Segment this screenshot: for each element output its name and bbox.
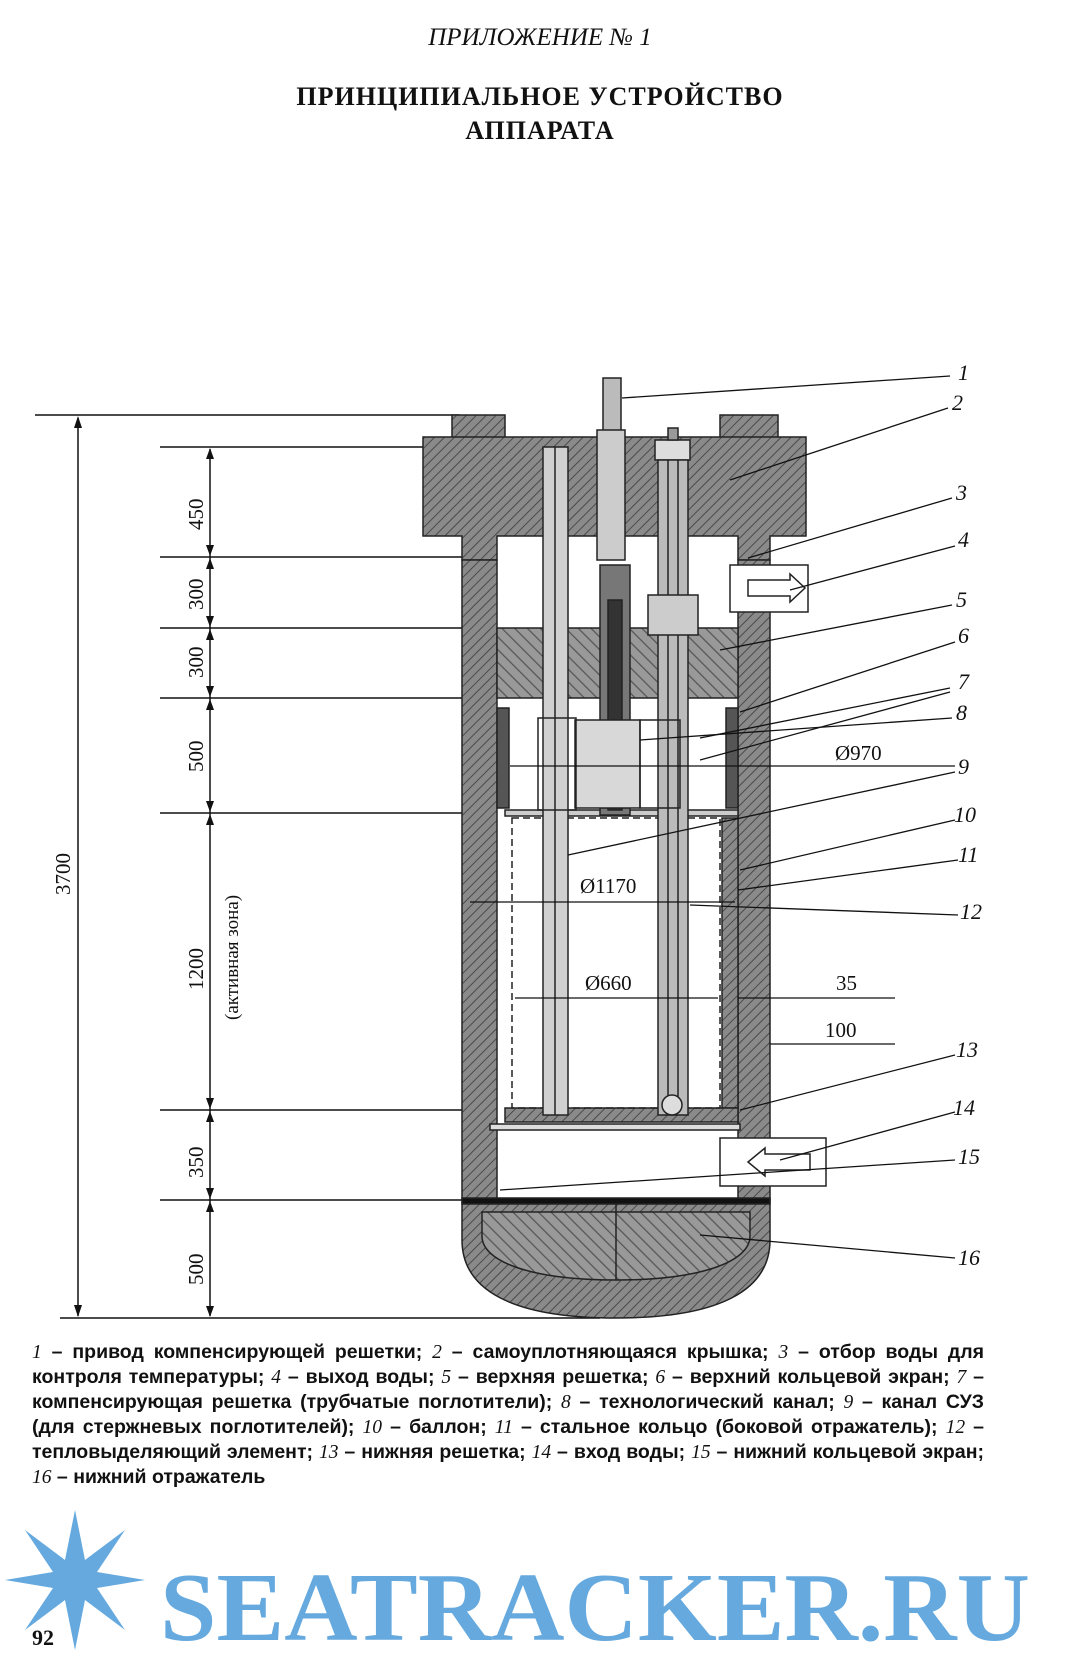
label-6: 6: [958, 623, 969, 648]
caption-text: выход воды;: [305, 1366, 435, 1388]
page-number: 92: [32, 1625, 54, 1650]
caption-text: баллон;: [409, 1416, 487, 1438]
dim-450: 450: [184, 499, 208, 531]
caption-text: нижняя решетка;: [361, 1441, 526, 1463]
dim-100: 100: [825, 1018, 857, 1042]
dim-35: 35: [836, 971, 857, 995]
caption-text: технологический канал;: [599, 1391, 835, 1413]
label-4: 4: [958, 527, 969, 552]
dim-500a: 500: [184, 741, 208, 773]
caption-number: 12: [945, 1417, 966, 1438]
caption-number: 2: [432, 1342, 442, 1363]
caption-number: 15: [691, 1442, 711, 1463]
label-5: 5: [956, 587, 967, 612]
figure-caption: 1 – привод компенсирующей решетки; 2 – с…: [32, 1341, 985, 1488]
star-burst-icon: [5, 1510, 145, 1650]
dim-dia660: Ø660: [585, 971, 632, 995]
label-9: 9: [958, 754, 969, 779]
caption-number: 10: [362, 1417, 383, 1438]
apparatus-drawing: 3700 450 300 300 500 1200 (активная зона…: [35, 360, 982, 1319]
caption-number: 5: [441, 1367, 452, 1388]
label-7: 7: [958, 669, 970, 694]
page-title-line2: АППАРАТА: [465, 116, 615, 145]
caption-text: привод компенсирующей решетки;: [72, 1341, 423, 1363]
caption-number: 14: [531, 1442, 552, 1463]
caption-text: тепловыделяющий элемент;: [32, 1441, 313, 1463]
dim-300a: 300: [184, 579, 208, 611]
caption-number: 6: [655, 1367, 666, 1388]
dim-active-zone: (активная зона): [222, 895, 243, 1020]
caption-number: 1: [32, 1342, 42, 1363]
caption-number: 7: [956, 1367, 967, 1388]
label-16: 16: [958, 1245, 980, 1270]
label-14: 14: [953, 1095, 975, 1120]
watermark-text: SEATRACKER.RU: [160, 1554, 1030, 1656]
dim-dia1170: Ø1170: [580, 874, 636, 898]
dim-300b: 300: [184, 647, 208, 679]
dim-350: 350: [184, 1147, 208, 1179]
caption-number: 9: [843, 1392, 854, 1413]
caption-number: 11: [494, 1417, 513, 1438]
caption-text: верхний кольцевой экран;: [689, 1366, 950, 1388]
page-title-line1: ПРИНЦИПИАЛЬНОЕ УСТРОЙСТВО: [296, 82, 784, 111]
dim-total: 3700: [51, 853, 75, 895]
label-1: 1: [958, 360, 969, 385]
appendix-heading: ПРИЛОЖЕНИЕ № 1: [428, 24, 652, 51]
label-8: 8: [956, 700, 967, 725]
caption-number: 16: [32, 1467, 52, 1488]
caption-text: нижний отражатель: [73, 1466, 266, 1488]
caption-text: верхняя решетка;: [475, 1366, 649, 1388]
caption-number: 4: [271, 1367, 281, 1388]
caption-text: нижний кольцевой экран;: [733, 1441, 984, 1463]
watermark: SEATRACKER.RU: [5, 1510, 1030, 1656]
caption-text: отбор воды для контроля температуры;: [32, 1341, 985, 1388]
label-13: 13: [956, 1037, 978, 1062]
caption-text: стальное кольцо (боковой отражатель);: [539, 1416, 938, 1438]
caption-number: 3: [778, 1342, 789, 1363]
dim-500b: 500: [184, 1254, 208, 1286]
caption-text: самоуплотняющаяся крышка;: [472, 1341, 769, 1363]
label-2: 2: [952, 390, 963, 415]
caption-text: канал СУЗ (для стержневых поглотителей);: [32, 1391, 985, 1438]
dim-dia970: Ø970: [835, 741, 882, 765]
label-15: 15: [958, 1144, 980, 1169]
label-3: 3: [955, 480, 967, 505]
caption-number: 13: [318, 1442, 339, 1463]
label-12: 12: [960, 899, 982, 924]
caption-number: 8: [561, 1392, 571, 1413]
label-11: 11: [958, 842, 978, 867]
label-10: 10: [954, 802, 976, 827]
dim-1200: 1200: [184, 948, 208, 990]
caption-text: вход воды;: [573, 1441, 686, 1463]
caption-text: компенсирующая решетка (трубчатые поглот…: [32, 1391, 553, 1413]
